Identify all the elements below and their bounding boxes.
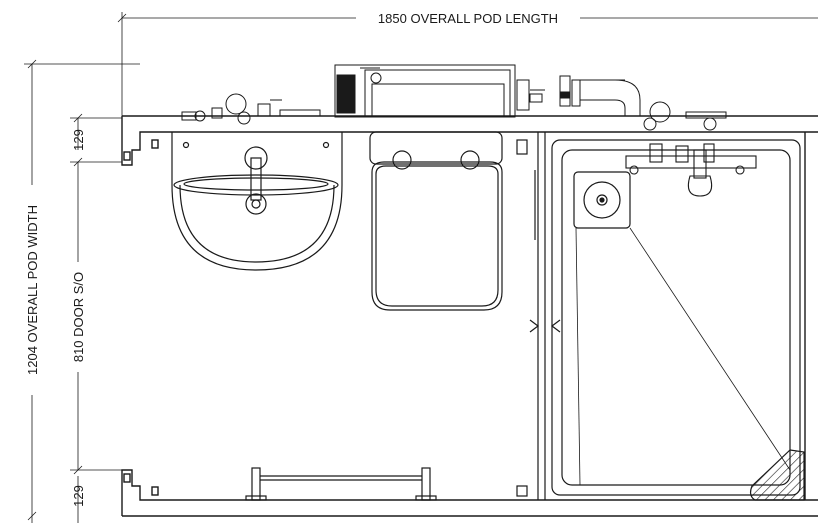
bottom-offset-label: 129: [71, 485, 86, 507]
overall-width-label: 1204 OVERALL POD WIDTH: [25, 205, 40, 375]
top-offset-label: 129: [71, 129, 86, 151]
shower-mixer: [625, 143, 757, 197]
grab-rail: [245, 467, 437, 501]
services-pipework: [181, 64, 727, 131]
corner-seat-hatched: [749, 449, 805, 501]
dimension-lines: [24, 12, 818, 523]
shower-partition: [516, 132, 561, 500]
toilet-wc: [369, 131, 503, 311]
wash-basin: [171, 132, 343, 271]
overall-length-label: 1850 OVERALL POD LENGTH: [378, 11, 558, 26]
door-opening-label: 810 DOOR S/O: [71, 272, 86, 362]
shower-tray: [551, 139, 801, 496]
